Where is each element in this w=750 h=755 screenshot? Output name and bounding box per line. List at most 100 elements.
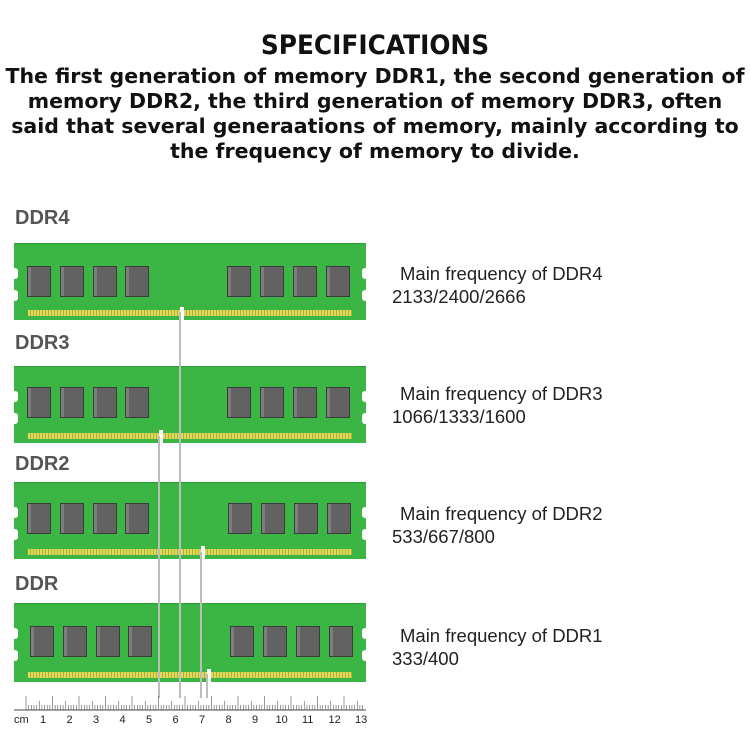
ddr1-frequency-values: 333/400 [392,648,459,669]
memory-chip [296,626,320,657]
side-notch [362,290,368,301]
memory-chip [294,503,318,534]
ddr3-frequency-title: Main frequency of DDR3 [400,383,603,404]
ddr1-frequency-title: Main frequency of DDR1 [400,625,603,646]
ruler [14,696,366,711]
ddr4-module-image [12,243,368,320]
ruler-mark: 2 [66,714,73,726]
ddr2-key-line [200,552,202,698]
ddr4-frequency-title: Main frequency of DDR4 [400,263,603,284]
key-notch [180,307,184,320]
ruler-mark: 6 [172,714,179,726]
memory-chip [125,503,149,534]
ruler-mark: 12 [328,714,341,726]
memory-chip [93,266,117,297]
memory-chip [227,387,251,418]
side-notch [362,413,368,424]
side-notch [362,628,368,639]
ddr2-label: DDR2 [15,453,70,475]
memory-chip [96,626,120,657]
memory-chip [260,387,284,418]
ddr2-frequency-values: 533/667/800 [392,526,495,547]
key-notch [207,669,211,682]
memory-chip [263,626,287,657]
key-notch [159,430,163,443]
side-notch [12,290,18,301]
ddr-module-image [12,603,368,682]
ruler-mark: 13 [355,714,368,726]
ruler-mark: 5 [146,714,153,726]
ddr1-frequency: Main frequency of DDR1 333/400 [392,624,603,670]
gold-pins [28,433,352,439]
memory-chip [227,266,251,297]
intro-line: The first generation of memory DDR1, the… [5,64,745,88]
gold-pins [28,310,352,316]
ruler-mark: 11 [302,714,314,726]
side-notch [362,650,368,661]
ddr-label: DDR [15,573,59,595]
ddr2-frequency: Main frequency of DDR2 533/667/800 [392,502,603,548]
intro-line: said that several generaations of memory… [11,114,739,138]
intro-text: The first generation of memory DDR1, the… [0,64,750,164]
memory-chip [327,503,351,534]
ddr-key-line [206,674,208,698]
intro-line: memory DDR2, the third generation of mem… [27,89,723,113]
memory-chip [261,503,285,534]
ddr4-frequency-values: 2133/2400/2666 [392,286,526,307]
memory-chip [326,387,350,418]
memory-chip [293,387,317,418]
side-notch [12,413,18,424]
memory-chip [329,626,353,657]
memory-chip [293,266,317,297]
memory-chip [260,266,284,297]
ruler-mark: 7 [199,714,206,726]
ddr3-frequency-values: 1066/1333/1600 [392,406,526,427]
memory-chip [27,503,51,534]
ddr2-frequency-title: Main frequency of DDR2 [400,503,603,524]
side-notch [12,650,18,661]
ddr3-key-line [158,436,160,698]
memory-chip [27,387,51,418]
ddr3-label: DDR3 [15,332,70,354]
memory-chip [125,387,149,418]
memory-chip [230,626,254,657]
ddr4-key-line [179,312,181,698]
ddr2-module-image [12,482,368,559]
ruler-mark: 9 [252,714,259,726]
gold-pins [28,672,352,678]
ruler-mark: 4 [119,714,126,726]
ruler-unit: cm [14,714,29,726]
side-notch [362,529,368,540]
intro-line: the frequency of memory to divide. [170,139,580,163]
memory-chip [128,626,152,657]
ruler-mark: 10 [275,714,288,726]
ddr4-frequency: Main frequency of DDR4 2133/2400/2666 [392,262,603,308]
memory-chip [30,626,54,657]
memory-chip [125,266,149,297]
page-title: SPECIFICATIONS [260,30,490,61]
memory-chip [228,503,252,534]
memory-chip [60,266,84,297]
side-notch [362,391,368,402]
key-notch [201,546,205,559]
side-notch [12,507,18,518]
memory-chip [93,387,117,418]
side-notch [12,628,18,639]
ddr3-frequency: Main frequency of DDR3 1066/1333/1600 [392,382,603,428]
side-notch [362,507,368,518]
memory-chip [326,266,350,297]
ruler-mark: 3 [93,714,100,726]
ddr4-label: DDR4 [15,207,70,229]
side-notch [12,529,18,540]
memory-chip [60,503,84,534]
memory-chip [93,503,117,534]
ruler-mark: 1 [40,714,47,726]
memory-chip [60,387,84,418]
gold-pins [28,549,352,555]
side-notch [12,391,18,402]
ruler-mark: 8 [225,714,232,726]
side-notch [12,268,18,279]
side-notch [362,268,368,279]
memory-chip [27,266,51,297]
memory-chip [63,626,87,657]
